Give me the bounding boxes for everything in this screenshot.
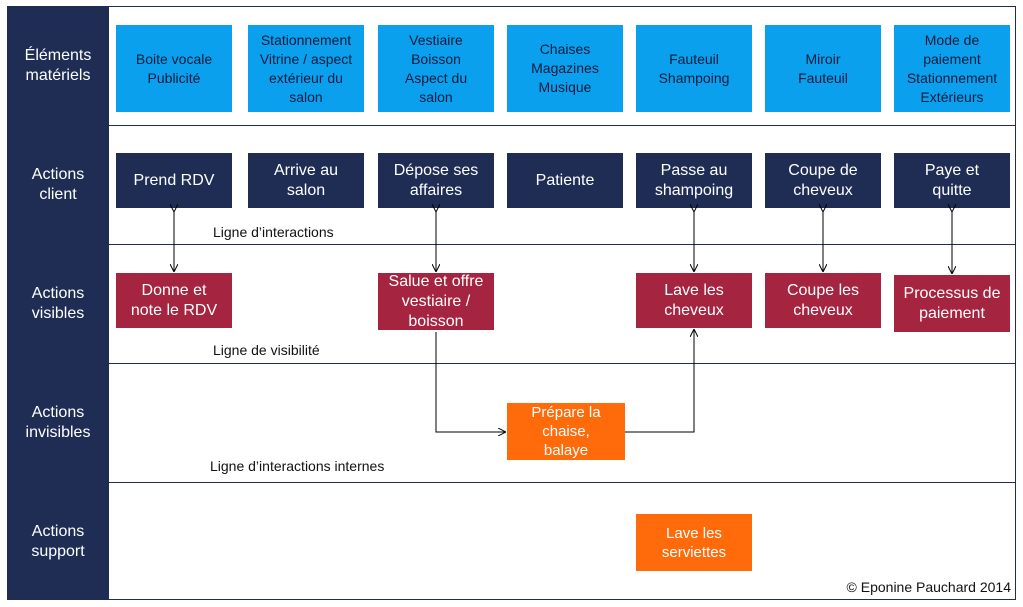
material-box: Mode de paiement Stationnement Extérieur… [894,25,1010,112]
visible-action-box: Processus de paiement [894,275,1010,332]
line-label-internes: Ligne d’interactions internes [210,458,385,474]
client-action-box: Arrive au salon [248,153,364,208]
line-of-interaction [109,244,1016,245]
row-label-client: Actions client [31,166,85,203]
client-action-box: Patiente [507,153,623,208]
row-label-invisibles: Actions invisibles [25,404,91,441]
line-label-interactions: Ligne d’interactions [213,224,334,240]
material-box: Stationnement Vitrine / aspect extérieur… [248,25,364,112]
invisible-action-box: Prépare la chaise, balaye [507,403,625,460]
client-action-box: Prend RDV [116,153,232,208]
row-label-support: Actions support [31,522,85,560]
line-label-visibilite: Ligne de visibilité [213,342,320,358]
row-separator [109,125,1016,126]
material-box: Fauteuil Shampoing [636,25,752,112]
row-label-column [7,6,109,600]
visible-action-box: Donne et note le RDV [116,273,232,328]
visible-action-box: Lave les cheveux [636,273,752,328]
support-action-box: Lave les serviettes [636,514,752,571]
client-action-box: Dépose ses affaires [378,153,494,208]
row-label-visibles: Actions visibles [31,285,85,322]
line-of-internal-interaction [109,482,1016,483]
client-action-box: Paye et quitte [894,153,1010,208]
copyright-text: © Eponine Pauchard 2014 [846,579,1011,595]
client-action-box: Coupe de cheveux [765,153,881,208]
material-box: Chaises Magazines Musique [507,25,623,112]
arrow-salue-to-prepare [435,332,505,432]
visible-action-box: Coupe les cheveux [765,273,881,328]
line-of-visibility [109,363,1016,364]
client-action-box: Passe au shampoing [636,153,752,208]
row-label-materiels: Éléments matériels [24,46,92,84]
material-box: Boite vocale Publicité [116,25,232,112]
material-box: Miroir Fauteuil [765,25,881,112]
arrow-prepare-to-lave [625,330,694,433]
visible-action-box: Salue et offre vestiaire / boisson [378,273,494,330]
material-box: Vestiaire Boisson Aspect du salon [378,25,494,112]
